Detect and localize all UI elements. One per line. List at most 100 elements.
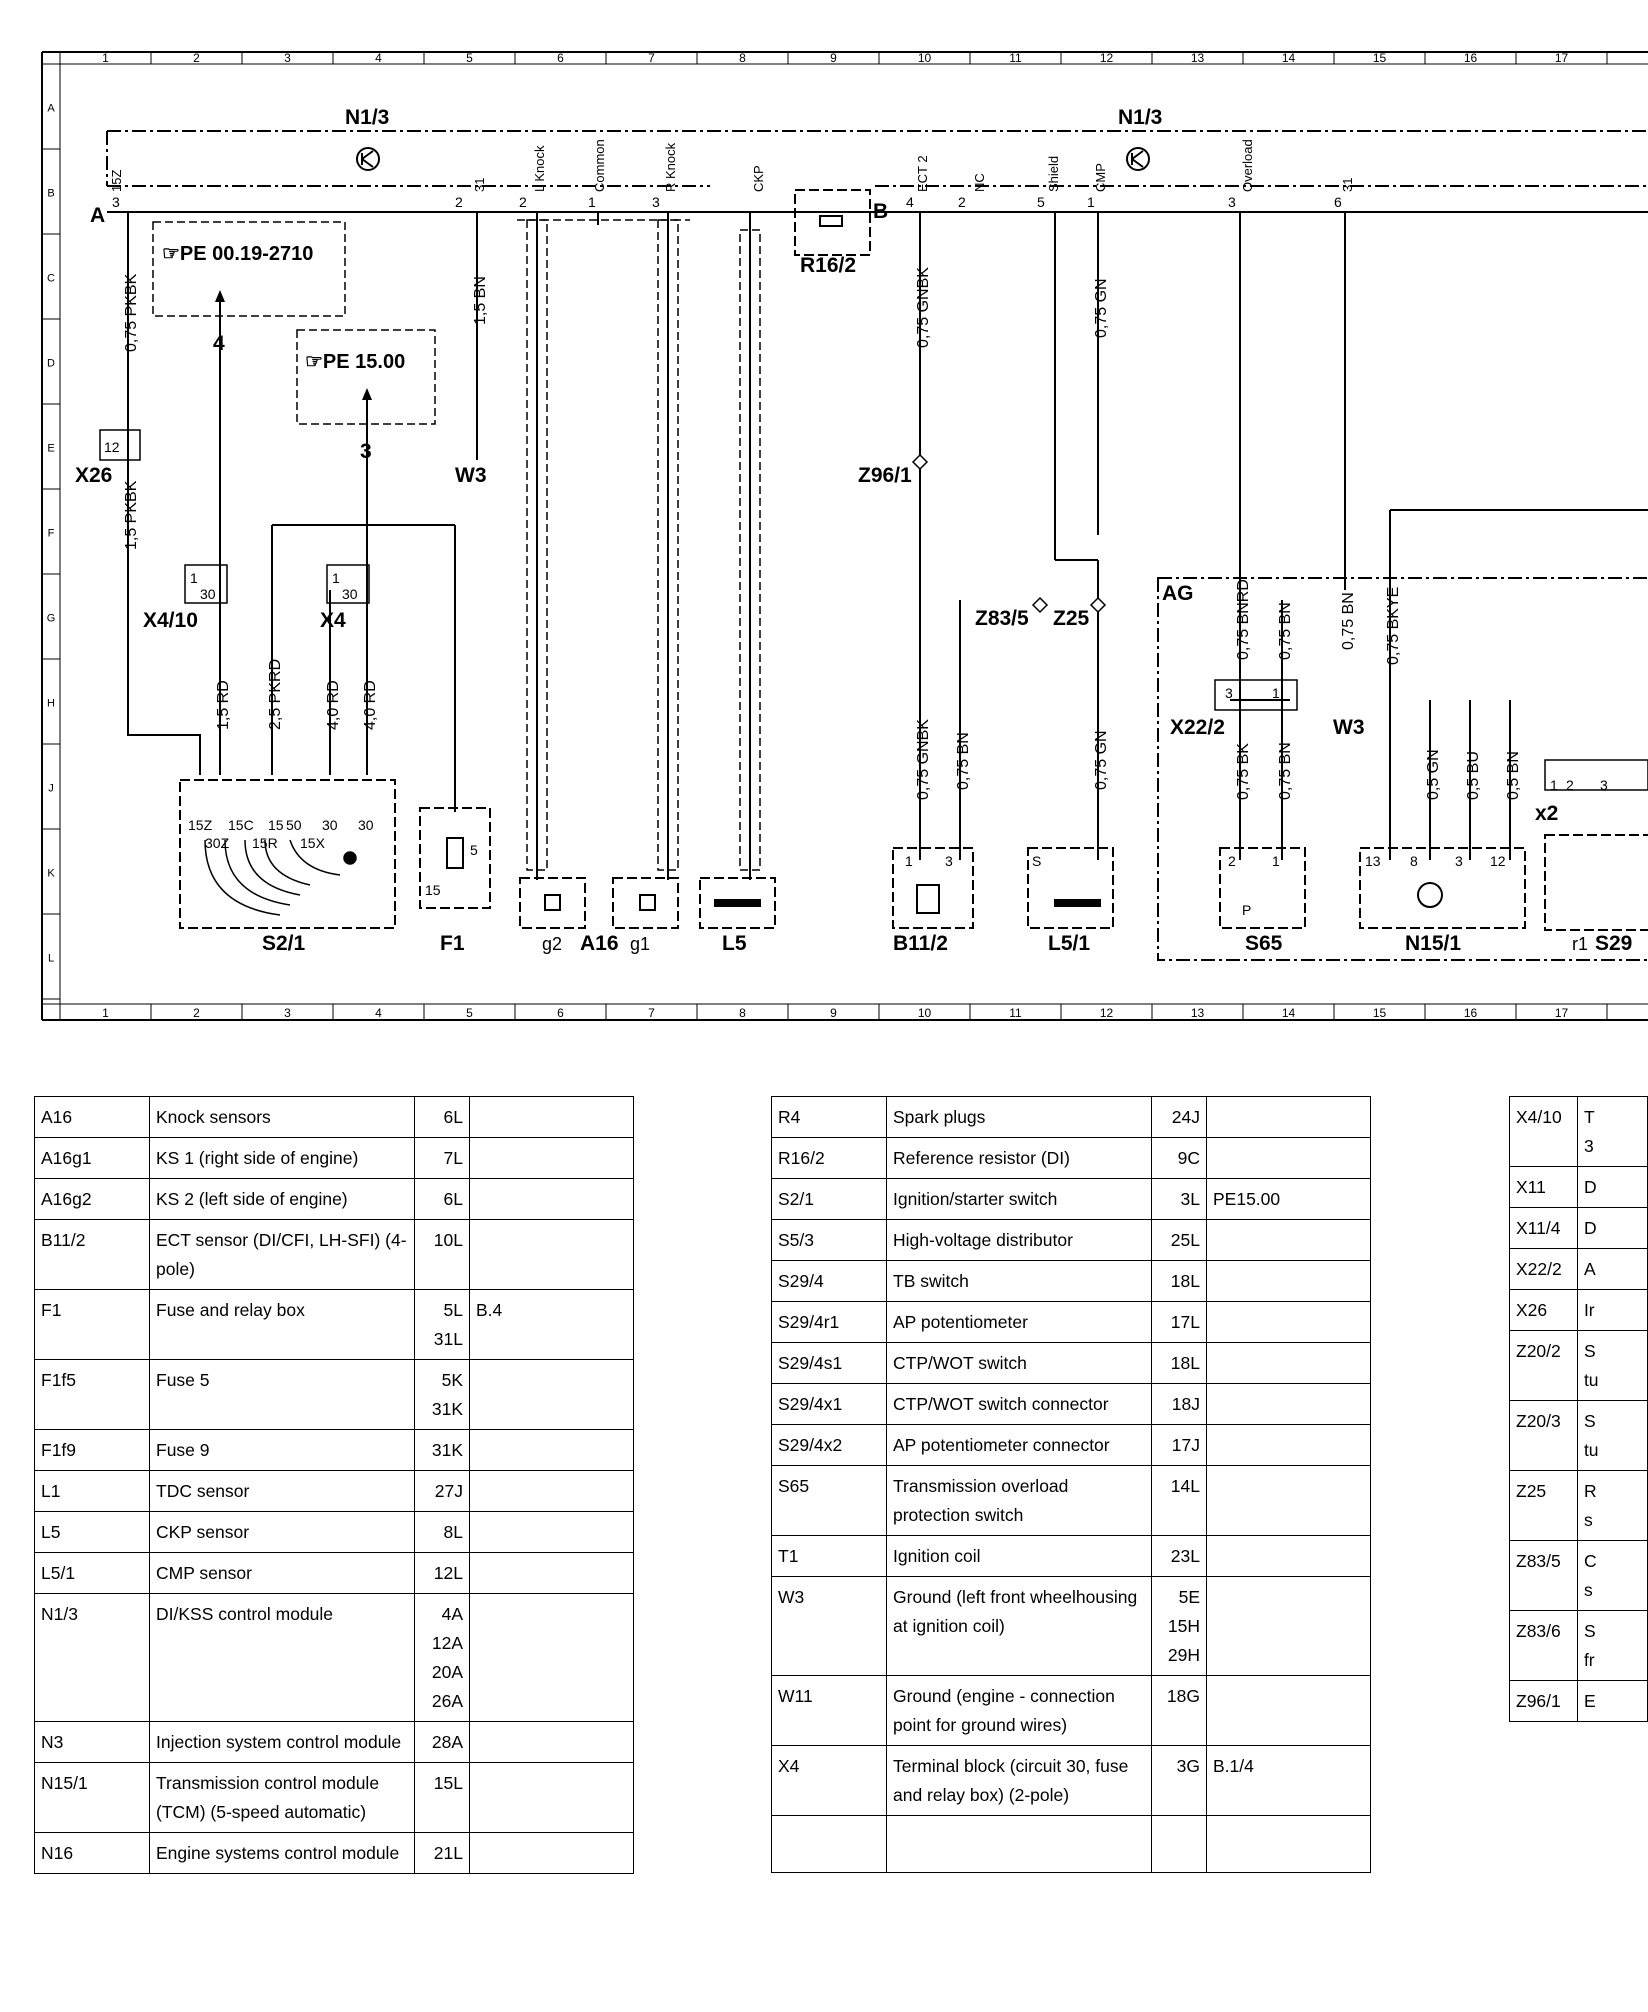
wire-label: 0,75 GN [1093, 730, 1110, 790]
wire-label: 0,75 BK [1235, 743, 1252, 800]
table-cell-desc: Fuse 5 [149, 1359, 415, 1430]
component-x410: X4/10 [143, 609, 198, 632]
table-cell-ref [469, 1096, 634, 1138]
table-cell-ref [469, 1552, 634, 1594]
component-s29: S29 [1595, 932, 1632, 955]
pe-ref-2: ☞PE 15.00 [305, 351, 405, 373]
row-letter: G [47, 613, 56, 625]
table-cell-ref: B.1/4 [1206, 1745, 1371, 1816]
component-w3-right: W3 [1333, 716, 1365, 739]
terminal-label: 5 [470, 842, 478, 858]
column-number: 1 [102, 51, 109, 65]
terminal-label: 15Z [188, 817, 213, 833]
table-cell-ref [469, 1721, 634, 1763]
terminal-label: 8 [1410, 853, 1418, 869]
column-number: 2 [193, 1006, 200, 1020]
column-number: 5 [466, 1006, 473, 1020]
wire-label: 0,75 BN [1277, 742, 1294, 800]
table-cell-desc: Transmission overload protection switch [886, 1465, 1152, 1536]
terminal-label: 3 [1600, 777, 1608, 793]
table-cell-desc: High-voltage distributor [886, 1219, 1152, 1261]
table-cell-ref [1206, 1219, 1371, 1261]
table-cell-ref [1206, 1535, 1371, 1577]
column-number: 12 [1100, 1006, 1114, 1020]
arrows [215, 290, 372, 400]
table-cell-desc: Spark plugs [886, 1096, 1152, 1138]
wire-label: 1,5 RD [215, 680, 232, 730]
table-cell-loc: 14L [1151, 1465, 1207, 1536]
component-z25: Z25 [1053, 607, 1090, 630]
transistor-icon [356, 147, 1150, 171]
arrow-number-3: 3 [360, 440, 372, 463]
table-cell-code: X22/2 [1509, 1248, 1578, 1290]
pin-num: 4 [906, 194, 914, 210]
table-cell-ref [469, 1511, 634, 1553]
column-number: 1 [102, 1006, 109, 1020]
table-cell-desc: KS 2 (left side of engine) [149, 1178, 415, 1220]
component-s65: S65 [1245, 932, 1283, 955]
table-cell-ref [1206, 1424, 1371, 1466]
table-cell-loc: 3G [1151, 1745, 1207, 1816]
table-cell-desc: ECT sensor (DI/CFI, LH-SFI) (4-pole) [149, 1219, 415, 1290]
column-number: 12 [1100, 51, 1114, 65]
ag-outline [1157, 577, 1648, 961]
wire-label: 4,0 RD [325, 680, 342, 730]
column-number: 5 [466, 51, 473, 65]
table-cell-code: T1 [771, 1535, 887, 1577]
pin-label: ECT 2 [915, 155, 930, 192]
table-cell-desc: C s [1576, 1540, 1648, 1611]
row-letter: L [48, 953, 54, 965]
wire-label: 0,5 BN [1505, 751, 1522, 800]
terminal-label: 1 [332, 570, 340, 586]
table-cell-ref [1206, 1465, 1371, 1536]
pin-num: 1 [588, 194, 596, 210]
table-cell-loc [1151, 1815, 1207, 1873]
table-cell-loc: 9C [1151, 1137, 1207, 1179]
table-cell-desc: Fuse and relay box [149, 1289, 415, 1360]
pin-label: R Knock [663, 142, 678, 192]
table-cell-loc: 5K 31K [414, 1359, 470, 1430]
table-cell-ref [1206, 1576, 1371, 1676]
table-cell-desc: Engine systems control module [149, 1832, 415, 1874]
component-n13-right: N1/3 [1118, 106, 1162, 129]
component-g1: g1 [630, 934, 650, 954]
table-cell-loc: 18L [1151, 1260, 1207, 1302]
table-cell-ref [469, 1832, 634, 1874]
connector-boxes [99, 429, 1648, 791]
column-number: 9 [830, 51, 837, 65]
table-cell-code: R4 [771, 1096, 887, 1138]
table-cell-desc: AP potentiometer [886, 1301, 1152, 1343]
table-cell-code: X4/10 [1509, 1096, 1578, 1167]
table-cell-desc: S tu [1576, 1330, 1648, 1401]
terminal-label: 2 [1566, 777, 1574, 793]
table-cell-ref [469, 1593, 634, 1722]
component-f1: F1 [440, 932, 465, 955]
row-letter: F [48, 528, 55, 540]
table-cell-desc: Ignition coil [886, 1535, 1152, 1577]
table-cell-desc: R s [1576, 1470, 1648, 1541]
terminal-label: 3 [1225, 685, 1233, 701]
column-number: 8 [739, 51, 746, 65]
terminal-label: S [1032, 853, 1041, 869]
table-cell-desc: CKP sensor [149, 1511, 415, 1553]
table-cell-loc: 18L [1151, 1342, 1207, 1384]
table-cell-desc: Transmission control module (TCM) (5-spe… [149, 1762, 415, 1833]
table-cell-code: R16/2 [771, 1137, 887, 1179]
terminal-label: 3 [945, 853, 953, 869]
table-cell-loc: 27J [414, 1470, 470, 1512]
